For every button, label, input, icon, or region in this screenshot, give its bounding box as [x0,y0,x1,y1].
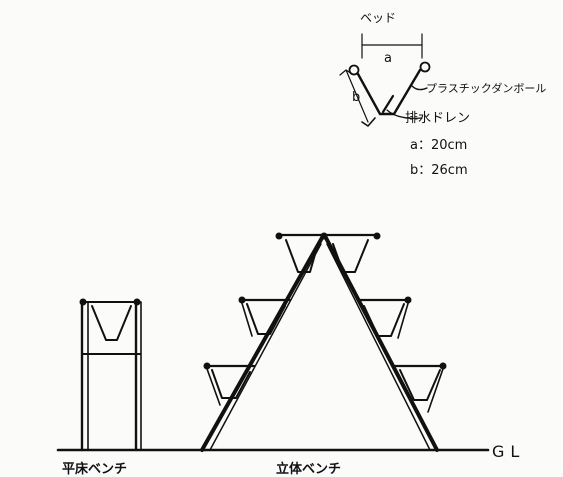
plastic-label: プラスチックダンボール [426,81,546,95]
plastic-leader [411,85,428,91]
stacked-bench [200,232,447,452]
top-tier-bed-left [285,239,319,273]
flat-bench-label: 平床ベンチ [62,461,127,477]
dim-a-label: a [384,51,392,66]
spec-b: b：26cm [410,163,468,178]
mid-left-strut [240,299,253,337]
apex-node [320,232,328,240]
mid-right-strut [397,299,410,339]
low-right-bed [399,369,441,401]
bed-right-rim [419,61,431,73]
a-frame-right-leg-inner [326,243,431,451]
top-tier-node-right [373,232,381,240]
mid-left-bed [246,303,286,335]
mid-right-node [404,296,412,304]
bed-outline [356,68,422,116]
low-right-node [439,362,447,370]
drain-label: 排水ドレン [405,111,470,126]
bed-label: ベッド [360,11,396,25]
flat-bench-node-right [133,298,141,306]
flat-bench-bed [91,305,132,341]
dim-b-line [345,69,369,123]
dim-b-label: b [352,90,360,105]
ground-label: GL [492,442,525,461]
a-frame-left-leg [200,234,325,452]
dim-b-arrow-top [339,69,353,76]
spec-a: a：20cm [410,138,467,153]
bed-detail: ベッド a b プラスチックダンボール 排水ドレン a：20cm b：26cm [339,11,546,178]
low-left-bed [211,369,251,399]
low-left-strut [205,365,221,406]
dim-b-arrow-bottom [361,117,376,127]
flat-bench-node-left [79,298,87,306]
bed-hatch [381,94,395,114]
top-tier-node-left [275,232,283,240]
drain-leader [386,109,423,119]
mid-left-node [238,296,246,304]
flat-bench [79,298,142,452]
stacked-bench-label: 立体ベンチ [276,461,341,477]
mid-right-bed [363,303,405,337]
top-tier-bed-right [332,239,369,273]
low-right-strut [427,365,445,413]
bed-left-rim [348,64,360,76]
low-left-node [203,362,211,370]
a-frame-left-leg-inner [209,243,322,451]
